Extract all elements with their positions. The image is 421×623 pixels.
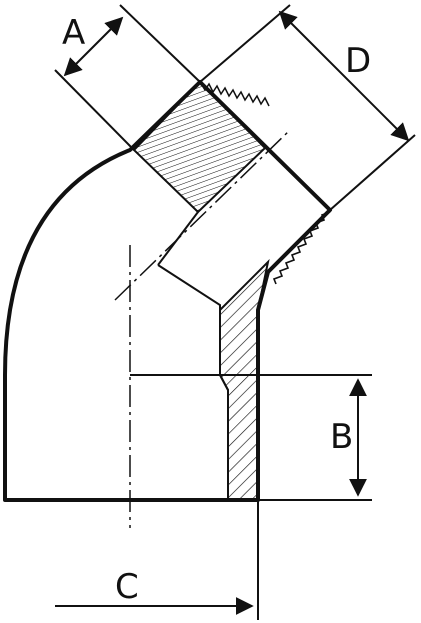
- dim-a-extension-left: [54, 69, 135, 151]
- dimension-label-d: D: [345, 41, 371, 81]
- dim-a-arrow: [63, 16, 124, 77]
- angled-center-line: [114, 129, 291, 301]
- dim-d-extension-bottom: [329, 134, 416, 211]
- internal-thread-teeth: [272, 211, 331, 285]
- inner-bore-line: [157, 264, 229, 500]
- dimension-label-a: A: [62, 13, 85, 53]
- dimension-label-c: C: [115, 567, 139, 607]
- dimension-label-b: B: [330, 417, 353, 457]
- external-thread-region: [132, 80, 267, 214]
- dim-a-extension-right: [119, 4, 201, 83]
- fitting-outer-outline: [3, 80, 332, 502]
- dim-d-arrow: [278, 10, 410, 142]
- dim-d-extension-top: [199, 4, 291, 83]
- external-thread-teeth: [199, 81, 270, 107]
